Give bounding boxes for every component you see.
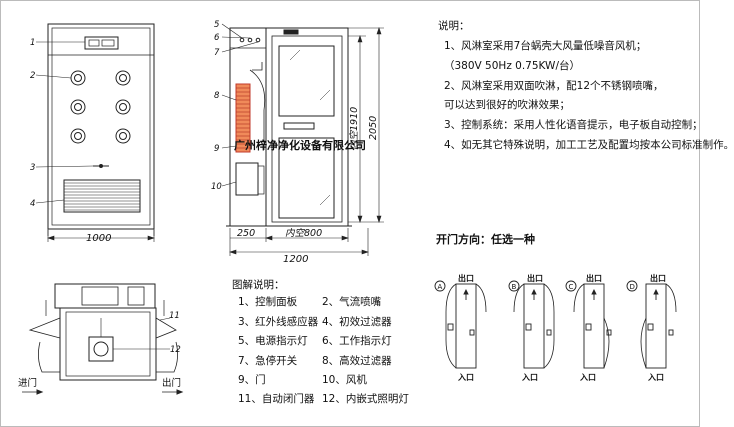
left-door-closer — [28, 317, 61, 339]
callout-6: 6 — [214, 33, 220, 43]
callout-5: 5 — [214, 20, 219, 30]
door-options-title: 开门方向：任选一种 — [436, 233, 535, 246]
callout-12: 12 — [170, 345, 181, 355]
door-option-a — [434, 280, 487, 369]
callout-7: 7 — [214, 48, 220, 58]
legend-item-6: 6、工作指示灯 — [322, 335, 392, 347]
callout-8: 8 — [214, 91, 220, 101]
door-option-c-id: C — [569, 283, 574, 291]
power-indicator — [239, 37, 245, 43]
callout-10: 10 — [211, 182, 222, 192]
door-option-labels: A B C D 出口 出口 出口 出口 入口 入口 入口 入口 — [438, 273, 667, 382]
door-option-d-id: D — [630, 283, 635, 291]
dim-total-width: 1200 — [283, 254, 308, 265]
entry-label: 进门 — [18, 377, 37, 389]
dim-inner-width: 内空800 — [285, 227, 322, 239]
note-line-3: 2、风淋室采用双面吹淋，配12个不锈钢喷嘴， — [444, 80, 664, 92]
door-option-a-entry: 入口 — [457, 373, 474, 382]
control-panel — [84, 36, 119, 50]
door-upper-glass — [278, 45, 335, 117]
side-callouts: 5 6 7 8 9 10 — [211, 20, 222, 192]
note-line-2: （380V 50Hz 0.75KW/台） — [444, 60, 580, 72]
legend-item-4: 4、初效过滤器 — [322, 316, 392, 328]
notes-title: 说明： — [438, 20, 470, 32]
front-callouts: 1 2 3 4 — [30, 38, 35, 209]
door-option-d — [626, 280, 677, 369]
door-lower-glass — [278, 137, 335, 219]
hepa-filter — [235, 83, 251, 153]
door-closer — [283, 29, 299, 35]
door-option-a-id: A — [438, 283, 443, 291]
dim-250: 250 — [237, 228, 255, 239]
company-watermark: 广州梓净净化设备有限公司 — [234, 138, 366, 152]
side-view — [221, 23, 384, 256]
door-option-diagrams — [434, 280, 677, 369]
air-nozzles — [70, 70, 131, 144]
note-line-6: 4、如无其它特殊说明，加工工艺及配置均按本公司标准制作。 — [444, 139, 734, 151]
door-option-d-exit: 出口 — [650, 273, 666, 283]
legend-title: 图解说明： — [232, 279, 285, 291]
callout-1: 1 — [30, 38, 35, 48]
exit-label: 出门 — [162, 377, 181, 389]
door-option-d-entry: 入口 — [647, 373, 664, 382]
emergency-stop — [255, 37, 261, 43]
door-handle — [283, 122, 315, 130]
front-width-dimension: 1000 — [86, 233, 111, 244]
callout-11: 11 — [169, 311, 180, 321]
dim-total-height: 2050 — [368, 116, 379, 140]
callout-4: 4 — [30, 199, 35, 209]
legend-item-1: 1、控制面板 — [238, 296, 298, 308]
legend-item-8: 8、高效过滤器 — [322, 355, 392, 367]
callout-2: 2 — [30, 71, 35, 81]
legend-item-12: 12、内嵌式照明灯 — [322, 393, 409, 405]
door-option-a-exit: 出口 — [458, 273, 474, 283]
work-indicator — [247, 37, 253, 43]
front-cabinet — [47, 23, 155, 230]
door-option-c-exit: 出口 — [586, 273, 602, 283]
legend-item-11: 11、自动闭门器 — [238, 393, 315, 405]
door-option-b-exit: 出口 — [527, 273, 543, 283]
right-door-closer — [155, 317, 177, 339]
note-line-5: 3、控制系统：采用人性化语音提示，电子板自动控制； — [444, 119, 703, 131]
drawing-canvas: 1 2 3 4 1000 — [0, 0, 700, 427]
dim-inner-height: 内空1910 — [348, 107, 360, 150]
door-option-c-entry: 入口 — [579, 373, 596, 382]
callout-9: 9 — [214, 144, 219, 154]
door-option-b — [508, 280, 555, 369]
door-option-c — [565, 280, 612, 369]
legend-item-3: 3、红外线感应器 — [238, 316, 319, 328]
note-line-4: 可以达到很好的吹淋效果； — [444, 99, 570, 111]
legend-item-5: 5、电源指示灯 — [238, 335, 308, 347]
pre-filter-grille — [63, 179, 141, 213]
legend-item-9: 9、门 — [238, 374, 266, 386]
note-line-1: 1、风淋室采用7台蜗壳大风量低噪音风机； — [444, 40, 647, 52]
door-option-b-entry: 入口 — [521, 373, 538, 382]
legend-item-10: 10、风机 — [322, 374, 367, 386]
front-view — [35, 23, 155, 242]
callout-3: 3 — [30, 163, 35, 173]
main-body — [59, 307, 157, 381]
top-view — [22, 283, 184, 395]
door-option-b-id: B — [512, 283, 517, 291]
legend-item-7: 7、急停开关 — [238, 355, 298, 367]
legend-item-2: 2、气流喷嘴 — [322, 296, 382, 308]
